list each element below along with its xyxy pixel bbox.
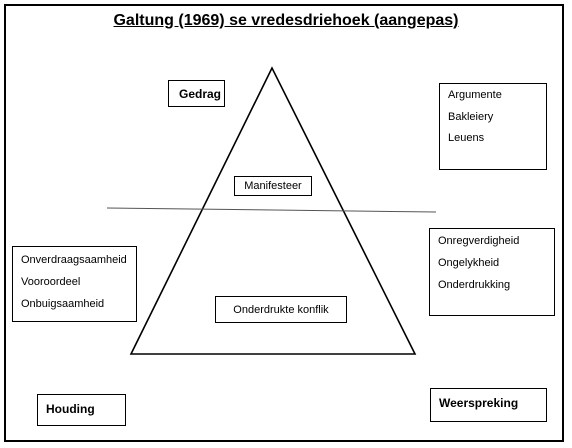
- diagram-title: Galtung (1969) se vredesdriehoek (aangep…: [113, 12, 459, 29]
- houding-item: Vooroordeel: [21, 276, 81, 288]
- latent-label: Onderdrukte konflik: [233, 304, 329, 316]
- weerspreking-list-box: Onregverdigheid Ongelykheid Onderdrukkin…: [429, 228, 555, 316]
- gedrag-label-box: Gedrag: [168, 80, 225, 107]
- weerspreking-item: Ongelykheid: [438, 257, 500, 269]
- houding-item: Onverdraagsaamheid: [21, 254, 127, 266]
- manifest-box: Manifesteer: [234, 176, 312, 196]
- weerspreking-label: Weerspreking: [439, 396, 519, 410]
- manifest-latent-divider: [106, 207, 437, 213]
- weerspreking-item: Onregverdigheid: [438, 235, 520, 247]
- gedrag-item: Argumente: [448, 89, 502, 101]
- gedrag-list-box: Argumente Bakleiery Leuens: [439, 83, 547, 170]
- houding-label-box: Houding: [37, 394, 126, 426]
- diagram-frame: [4, 4, 564, 442]
- gedrag-label: Gedrag: [179, 87, 222, 101]
- latent-box: Onderdrukte konflik: [215, 296, 347, 323]
- manifest-label: Manifesteer: [244, 180, 302, 192]
- weerspreking-label-box: Weerspreking: [430, 388, 547, 422]
- houding-label: Houding: [46, 402, 95, 416]
- gedrag-item: Bakleiery: [448, 111, 494, 123]
- houding-list-box: Onverdraagsaamheid Vooroordeel Onbuigsaa…: [12, 246, 137, 322]
- weerspreking-item: Onderdrukking: [438, 279, 511, 291]
- houding-item: Onbuigsaamheid: [21, 298, 105, 310]
- gedrag-item: Leuens: [448, 132, 485, 144]
